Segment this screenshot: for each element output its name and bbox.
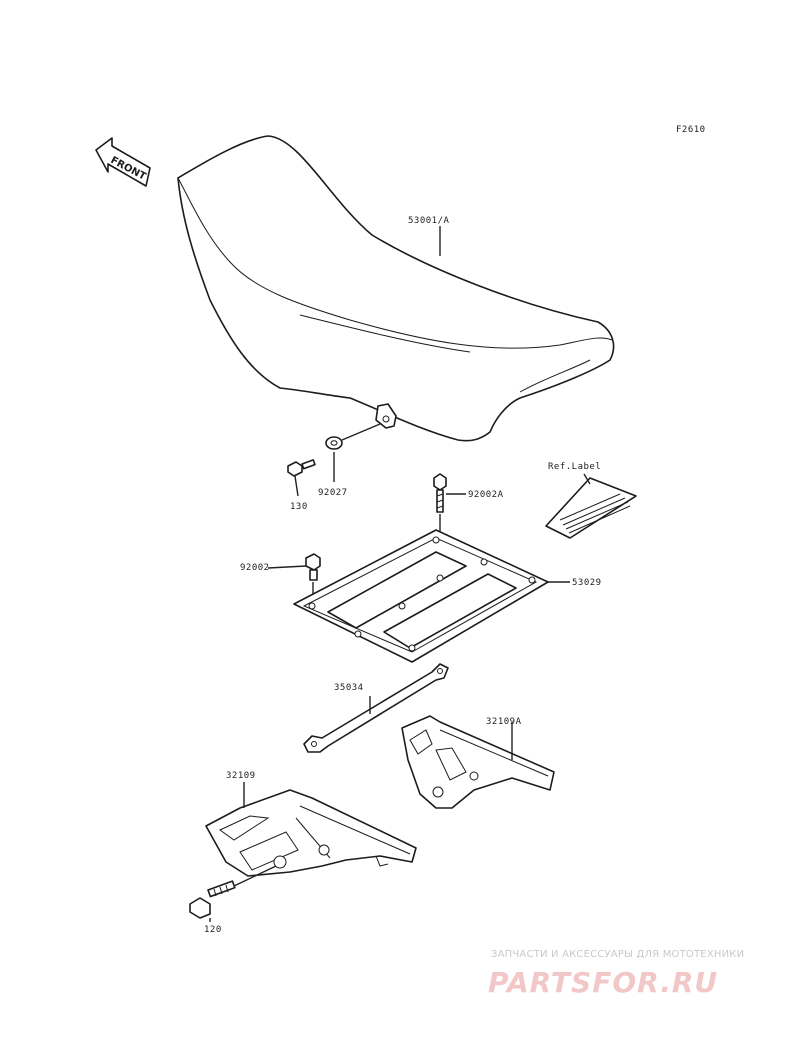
part-number-bracket-right: 32109A — [486, 717, 522, 727]
watermark-subtitle: ЗАПЧАСТИ И АКСЕССУАРЫ ДЛЯ МОТОТЕХНИКИ — [491, 949, 745, 960]
part-number-bolt-bottom: 120 — [204, 925, 222, 935]
front-arrow-icon: FRONT — [95, 137, 151, 187]
bracket-right — [401, 715, 555, 809]
part-number-bolt-left: 92002 — [240, 563, 270, 573]
seat — [177, 135, 615, 442]
ref-label-sticker — [545, 477, 637, 539]
figure-code: F2610 — [676, 125, 706, 135]
seat-base-plate — [293, 529, 549, 663]
ref-label-text: Ref.Label — [548, 462, 601, 472]
bolt-bottom — [189, 880, 236, 919]
part-number-bracket-left: 32109 — [226, 771, 256, 781]
stay — [303, 663, 449, 753]
part-number-bolt-top: 92002A — [468, 490, 504, 500]
part-number-stay: 35034 — [334, 683, 364, 693]
bracket-left — [205, 789, 417, 877]
part-number-bolt-small: 130 — [290, 502, 308, 512]
bolt-left — [305, 553, 321, 581]
washer — [325, 436, 343, 450]
part-number-washer: 92027 — [318, 488, 348, 498]
part-number-seat: 53001/A — [408, 216, 450, 226]
part-number-seat-base-plate: 53029 — [572, 578, 602, 588]
watermark-logo: PARTSFOR.RU — [488, 966, 719, 999]
bolt-small — [287, 459, 316, 477]
bolt-top — [433, 473, 447, 513]
